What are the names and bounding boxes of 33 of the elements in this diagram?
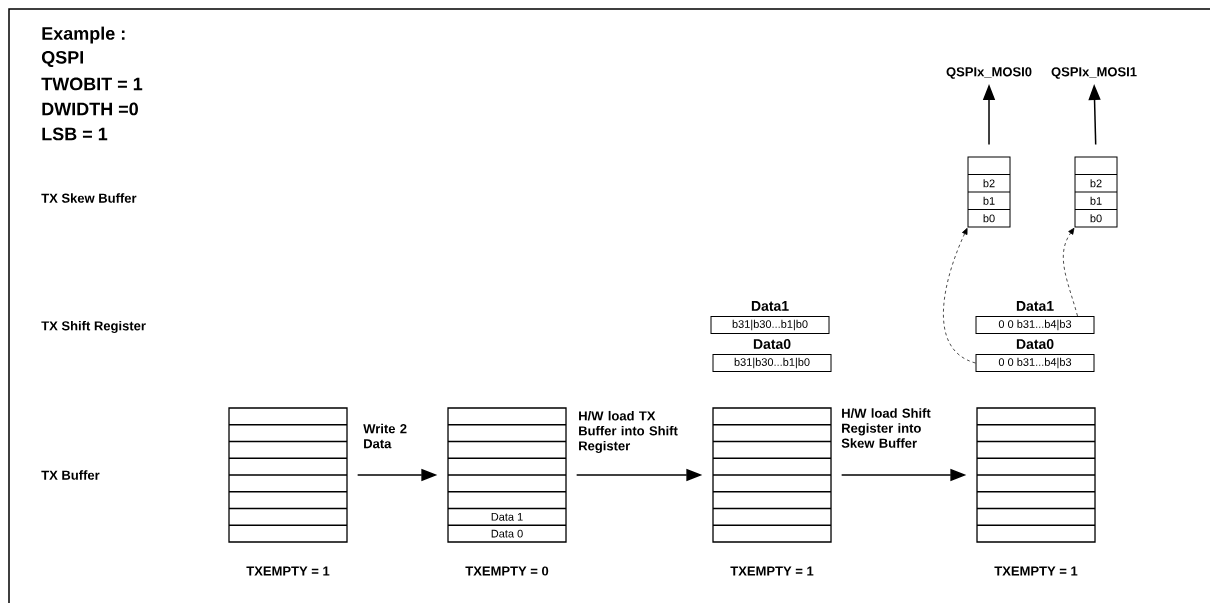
node-label: Data1 <box>1016 301 1054 311</box>
node-label: TXEMPTY = 0 <box>465 566 549 576</box>
edge-label: H/W load TX Buffer into Shift Register <box>579 410 678 454</box>
node-label: Data1 <box>751 301 789 311</box>
node-label: TXEMPTY = 1 <box>246 566 330 576</box>
buffer-stack: TXEMPTY = 1 <box>976 407 1096 576</box>
node-label: TXEMPTY = 1 <box>730 566 814 576</box>
register-box: Data1 0 0 b31...b4|b3 <box>975 301 1095 334</box>
signal-name: QSPIx_MOSI1 <box>1051 67 1137 79</box>
arrow <box>1062 227 1078 317</box>
heading-line: TWOBIT = 1 <box>41 77 143 91</box>
node-label: Data0 <box>1016 339 1054 349</box>
buffer-stack: TXEMPTY = 1 <box>228 407 348 576</box>
register-box: Data0 b31|b30...b1|b0 <box>712 339 832 372</box>
row-label: TX Buffer <box>41 470 100 480</box>
signal-name: QSPIx_MOSI0 <box>946 67 1032 79</box>
row-label: TX Shift Register <box>41 320 146 334</box>
register-box: Data1 b31|b30...b1|b0 <box>710 301 830 334</box>
buffer-stack: TXEMPTY = 1 <box>712 407 832 576</box>
skew-buffer: b2 b1 b0 <box>967 156 1011 228</box>
edge-label: Write 2 Data <box>363 423 407 449</box>
skew-buffer: b2 b1 b0 <box>1074 156 1118 228</box>
row-label: TX Skew Buffer <box>41 193 137 203</box>
heading-line: Example : <box>42 26 125 44</box>
register-box: Data0 0 0 b31...b4|b3 <box>975 339 1095 372</box>
node-label: TXEMPTY = 1 <box>994 566 1078 576</box>
heading-line: QSPI <box>41 50 83 68</box>
buffer-stack: Data 1 Data 0 TXEMPTY = 0 <box>447 407 567 576</box>
arrow <box>943 227 976 364</box>
node-label: Data0 <box>753 339 791 349</box>
edge-label: H/W load Shift Register into Skew Buffer <box>841 408 931 448</box>
heading-line: LSB = 1 <box>42 127 108 141</box>
heading-line: DWIDTH =0 <box>42 102 138 116</box>
